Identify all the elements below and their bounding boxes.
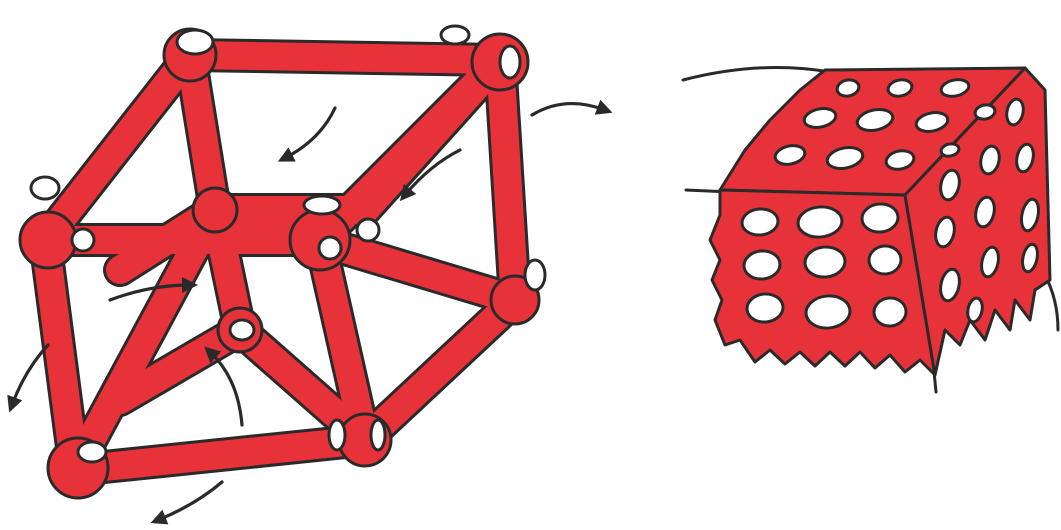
arrow-inward-top <box>285 108 335 158</box>
pore <box>868 245 902 276</box>
closed-porous-cube-block <box>683 68 1058 393</box>
arrow-outward-topright <box>532 104 605 115</box>
arrow-outward-left <box>12 345 48 405</box>
pore <box>873 297 907 328</box>
open-strut-lattice-cell <box>12 26 605 520</box>
arrow-outward-bottom <box>158 482 222 520</box>
